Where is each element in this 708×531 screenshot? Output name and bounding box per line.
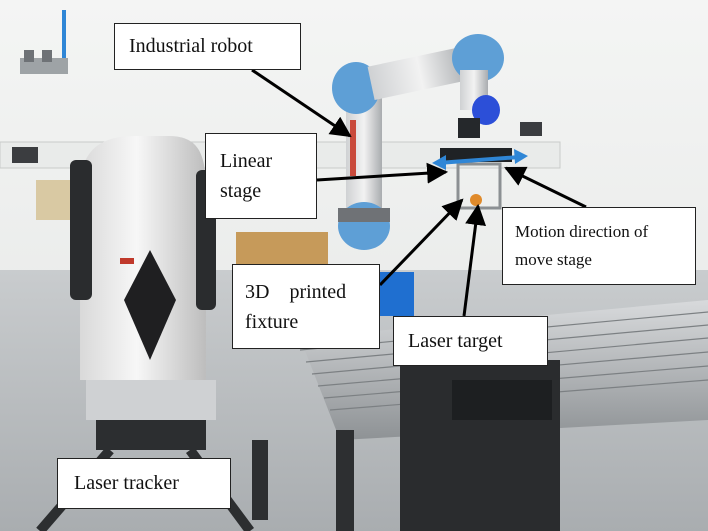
- laser-tracker: [36, 136, 255, 531]
- label-laser-tracker-text: Laser tracker: [74, 472, 179, 494]
- label-motion-direction-line2: move stage: [515, 250, 592, 269]
- label-laser-target: Laser target: [393, 316, 548, 366]
- translation-stage: [452, 380, 552, 420]
- label-3d-printed-fixture-line2: fixture: [245, 310, 299, 333]
- label-3d-printed-fixture-line1: 3D printed: [245, 280, 347, 303]
- robot-wrist-joint: [472, 95, 500, 125]
- robot-base-ring: [338, 208, 390, 222]
- label-industrial-robot-text: Industrial robot: [129, 35, 253, 57]
- robot-shoulder-joint: [332, 62, 380, 114]
- pointer-industrial-robot: [251, 68, 352, 138]
- label-3d-printed-fixture: 3D printed fixture: [232, 264, 380, 349]
- robot-flange: [458, 118, 480, 138]
- air-regulator: [20, 10, 68, 74]
- label-industrial-robot: Industrial robot: [114, 23, 301, 70]
- table-leg-1: [252, 440, 268, 520]
- pointer-3d-fixture: [378, 198, 464, 287]
- label-laser-tracker: Laser tracker: [57, 458, 231, 509]
- motion-direction-arrow: [437, 155, 521, 165]
- wall-socket-2: [520, 122, 542, 136]
- label-motion-direction-line1: Motion direction of: [515, 222, 649, 241]
- laser-target-ball: [470, 194, 482, 206]
- robot-upper-arm: [367, 45, 473, 101]
- cardboard-box: [236, 232, 328, 266]
- pointer-motion-direction: [504, 166, 587, 209]
- label-laser-target-text: Laser target: [408, 329, 503, 352]
- label-linear-stage: Linear stage: [205, 133, 317, 219]
- pointer-linear-stage: [316, 162, 449, 184]
- pointer-laser-target: [462, 203, 487, 317]
- label-motion-direction: Motion direction of move stage: [502, 207, 696, 285]
- robot-red-scale: [350, 120, 356, 176]
- table-leg-2: [336, 430, 354, 531]
- label-linear-stage-line1: Linear: [220, 150, 273, 172]
- wall-socket-1: [12, 147, 38, 163]
- motion-arrow-head-right: [514, 149, 528, 164]
- label-linear-stage-line2: stage: [220, 180, 262, 202]
